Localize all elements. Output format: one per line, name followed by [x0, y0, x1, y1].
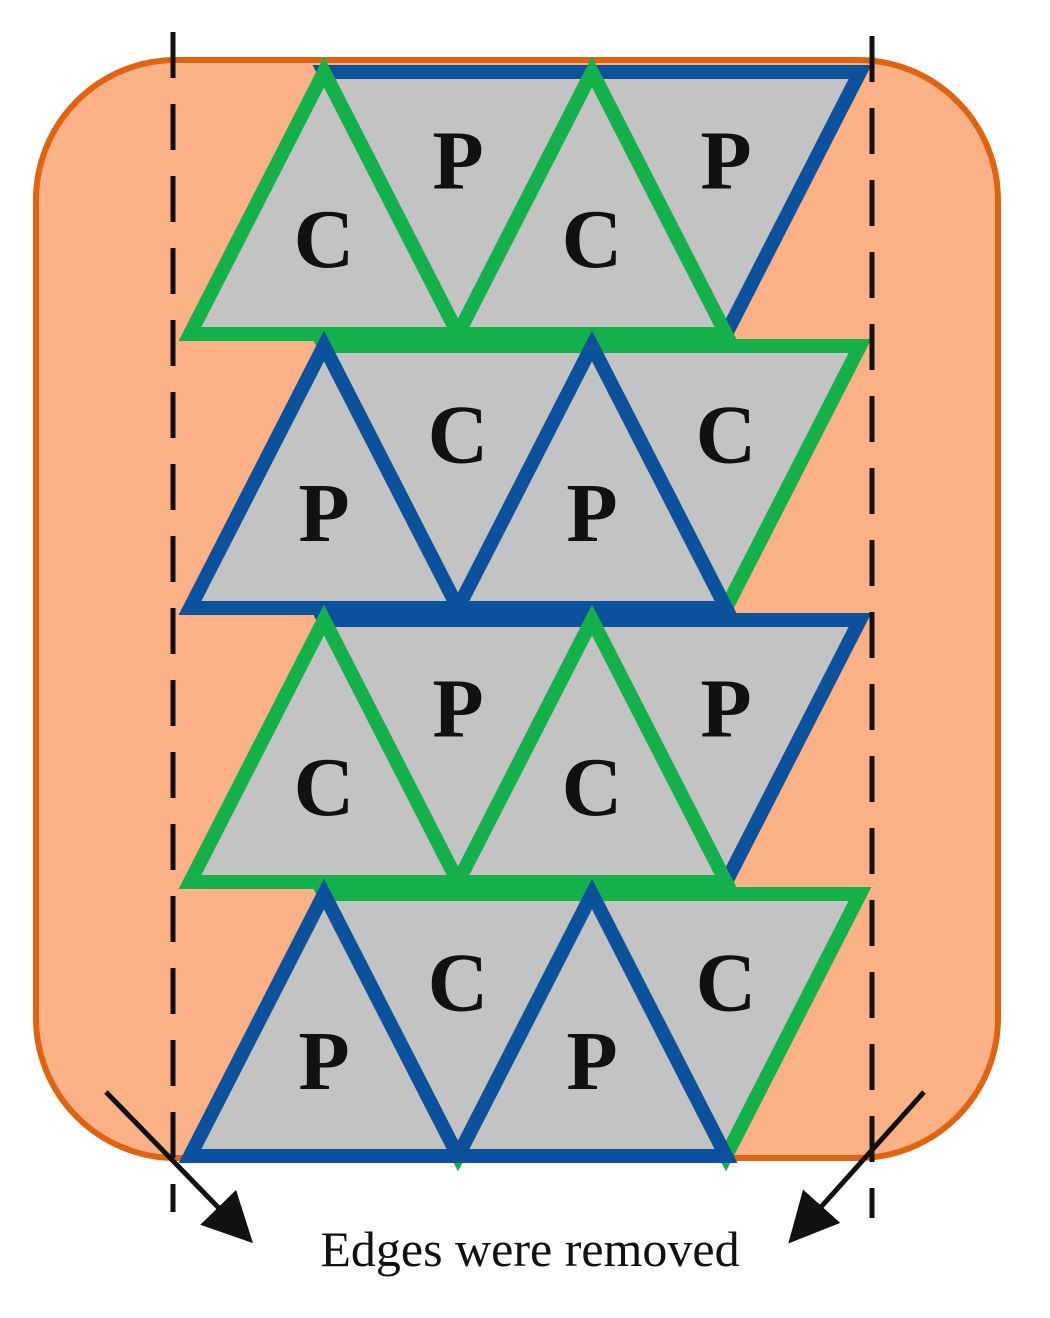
label-down-r1-1: P: [432, 114, 483, 207]
label-down-r1-2: P: [700, 114, 751, 207]
label-down-r3-1: P: [432, 662, 483, 755]
label-down-r4-2: C: [696, 936, 757, 1029]
label-up-r2-2: P: [566, 467, 617, 560]
label-up-r1-2: C: [562, 193, 623, 286]
label-up-r4-1: P: [298, 1015, 349, 1108]
label-up-r2-1: P: [298, 467, 349, 560]
triangle-grid: [178, 56, 872, 1172]
right-arrow: [788, 1090, 926, 1244]
triangle-up-r4-2: [446, 878, 738, 1163]
label-down-r2-1: C: [428, 388, 489, 481]
label-down-r3-2: P: [700, 662, 751, 755]
label-up-r3-2: C: [562, 741, 623, 834]
caption-label: Edges were removed: [320, 1221, 739, 1277]
label-up-r4-2: P: [566, 1015, 617, 1108]
label-up-r3-1: C: [294, 741, 355, 834]
label-up-r1-1: C: [294, 193, 355, 286]
label-down-r4-1: C: [428, 936, 489, 1029]
triangle-up-r4-1: [178, 878, 470, 1163]
label-down-r2-2: C: [696, 388, 757, 481]
left-arrow: [104, 1090, 253, 1244]
